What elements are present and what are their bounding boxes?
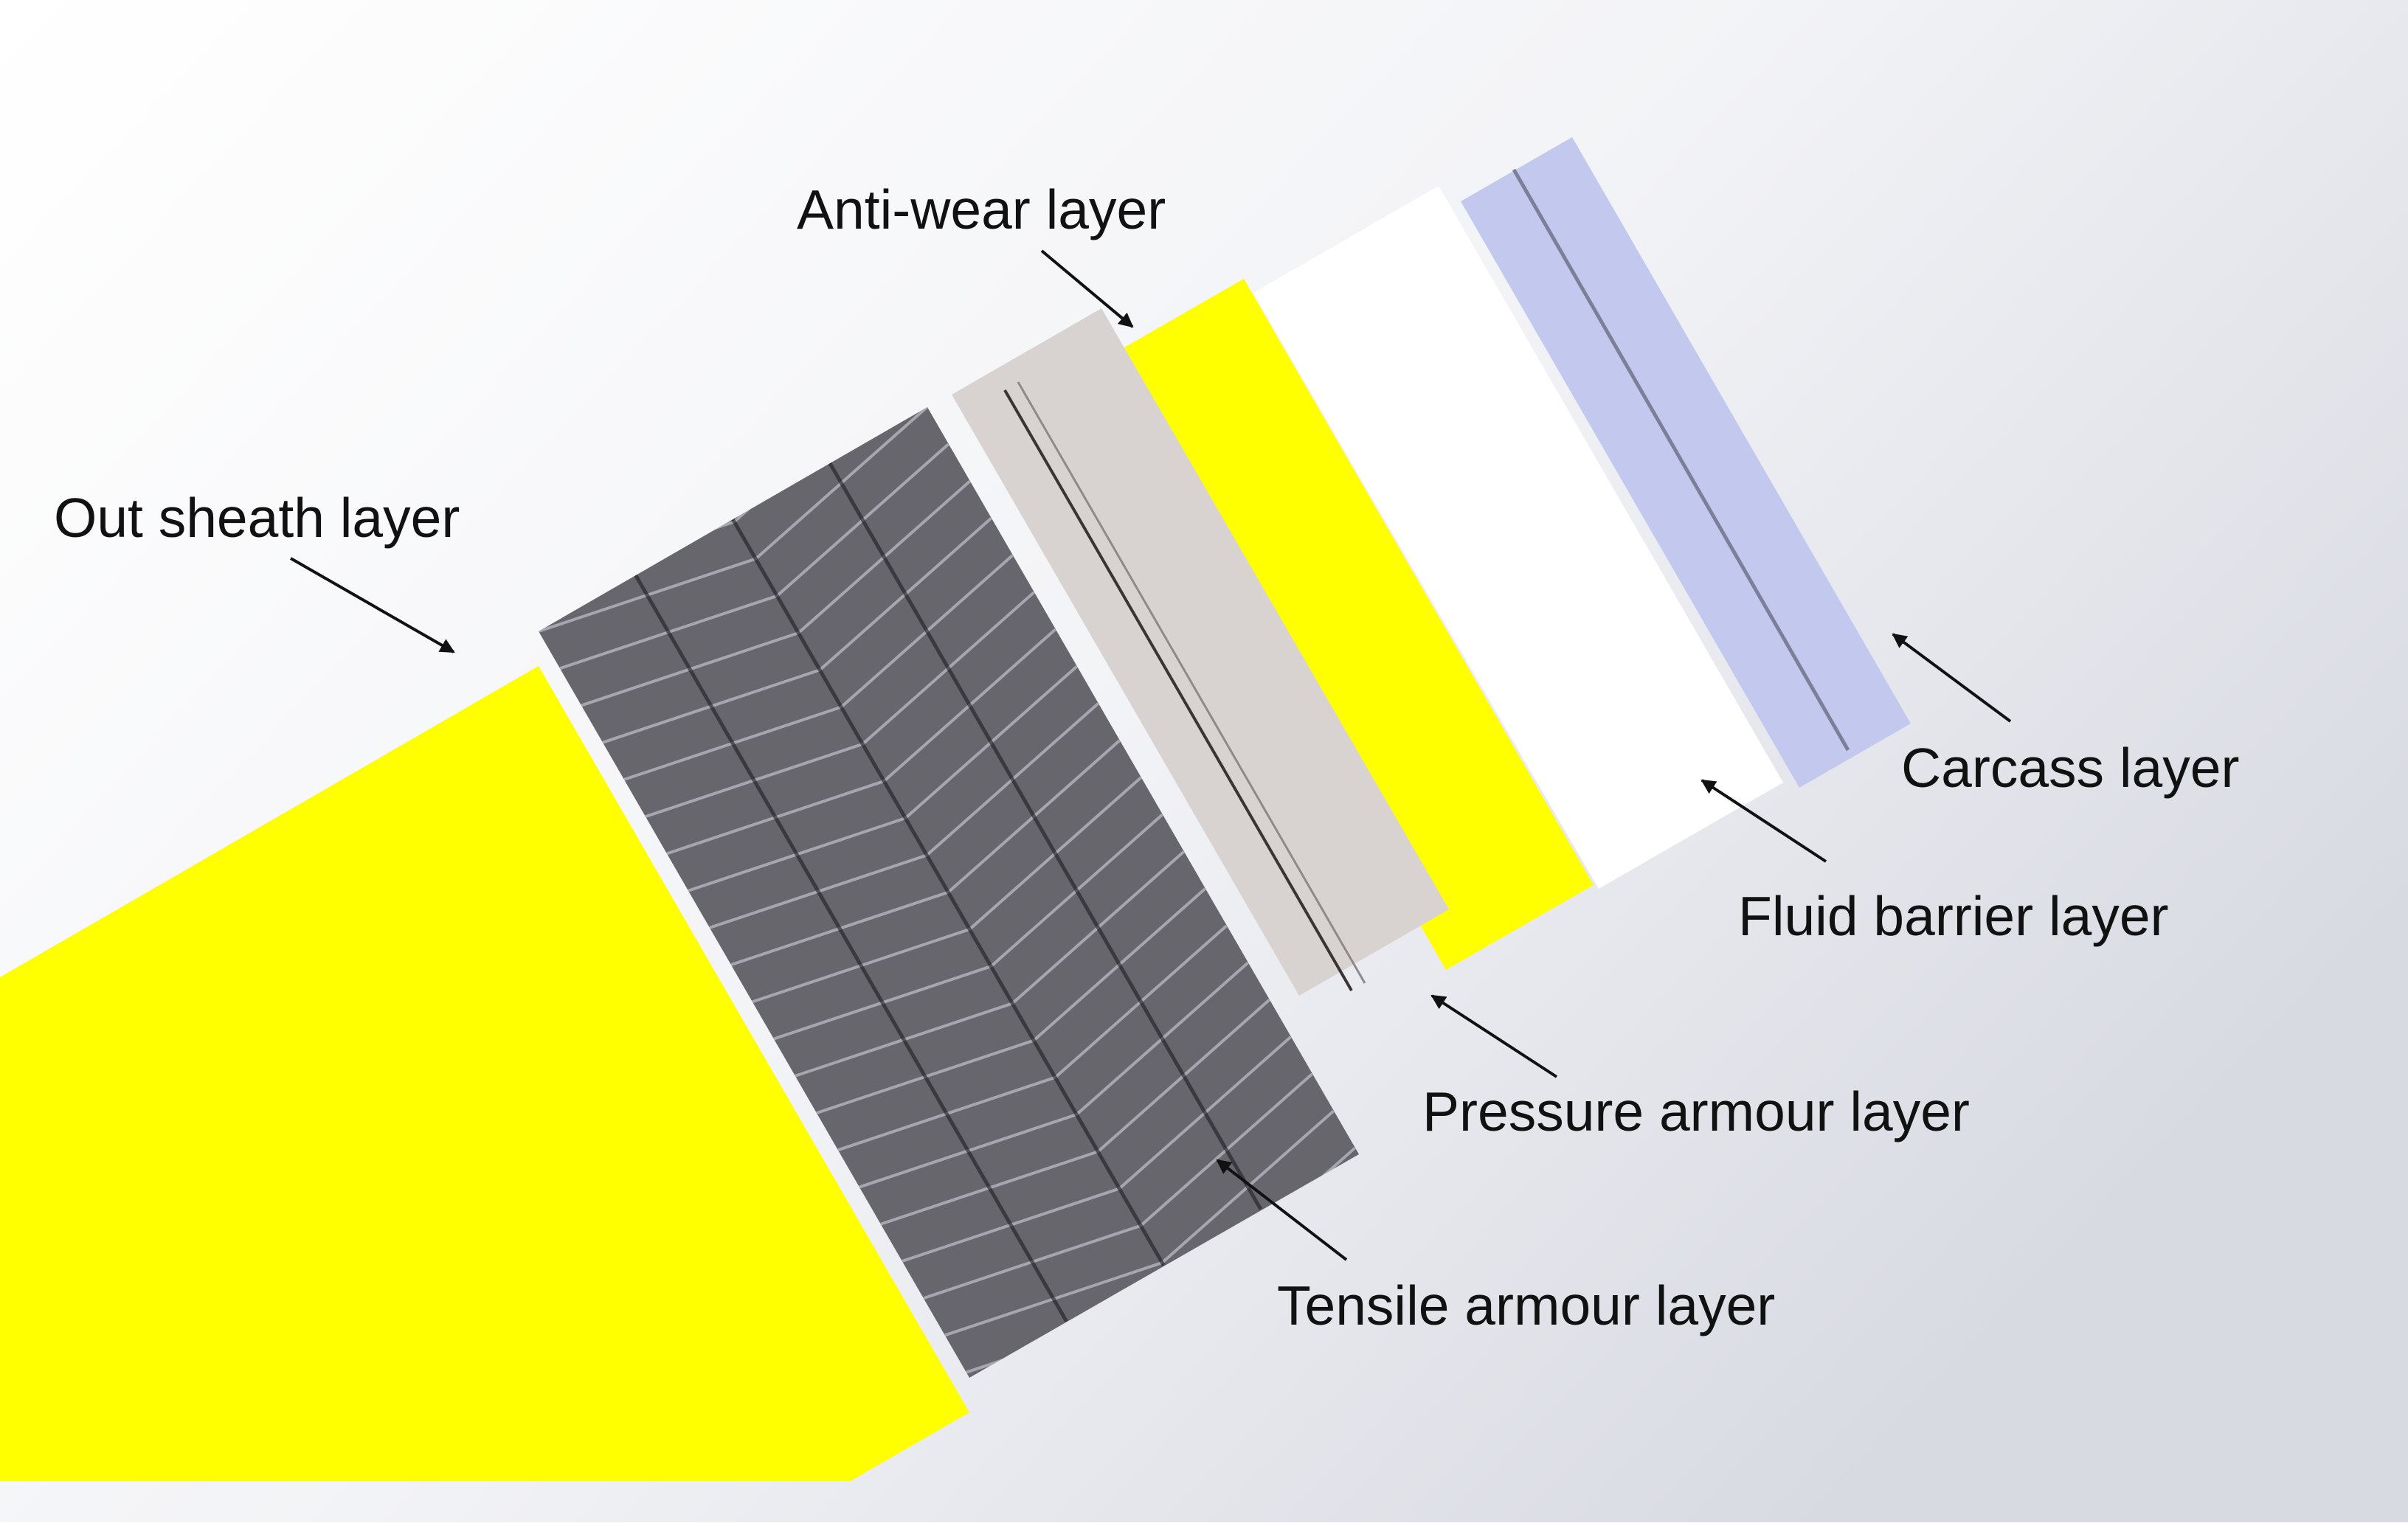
pressure-armour-arrow <box>1430 994 1558 1078</box>
anti-wear-label: Anti-wear layer <box>797 178 1166 240</box>
pressure-armour-groove <box>1017 381 1366 984</box>
pressure-armour-groove <box>1003 389 1353 992</box>
fluid-barrier-arrow <box>1701 779 1827 863</box>
armour-seam-line <box>731 518 1166 1266</box>
fluid-barrier-layer <box>1253 186 1783 889</box>
tensile-armour-arrow <box>1216 1159 1348 1261</box>
fluid-barrier-label: Fluid barrier layer <box>1738 885 2169 947</box>
carcass-groove <box>1512 168 1850 752</box>
armour-seam-line <box>828 462 1263 1210</box>
tensile-armour-label: Tensile armour layer <box>1277 1274 1776 1336</box>
pressure-armour-layer <box>952 308 1449 996</box>
outer-sheath-label: Out sheath layer <box>54 487 460 549</box>
outer-sheath-layer <box>0 666 969 1481</box>
carcass-layer <box>1461 137 1911 788</box>
outer-sheath-arrow <box>290 557 455 653</box>
carcass-arrow <box>1892 633 2012 723</box>
anti-wear-arrow <box>1040 249 1134 328</box>
carcass-label: Carcass layer <box>1901 737 2240 799</box>
anti-wear-layer <box>1096 279 1594 970</box>
armour-seam-line <box>634 574 1068 1322</box>
pressure-armour-label: Pressure armour layer <box>1422 1081 1970 1142</box>
